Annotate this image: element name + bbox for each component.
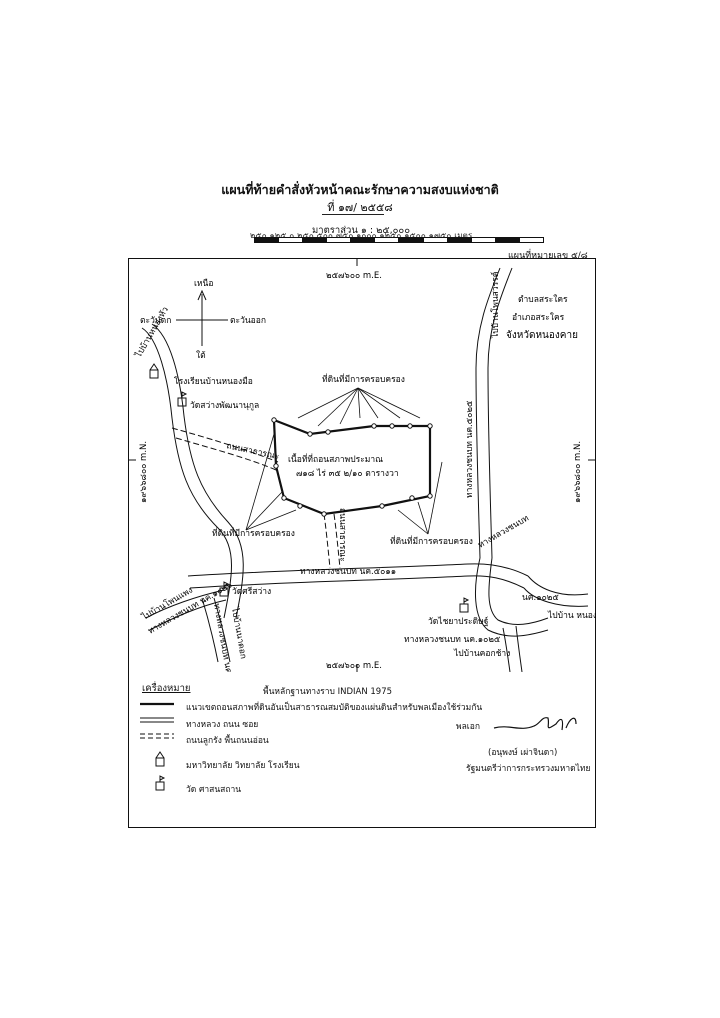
symbols (149, 363, 470, 613)
temple-label-3: วัดไชยาประดิษฐ์ (428, 616, 489, 627)
withdrawal-boundary (272, 418, 432, 516)
datum-text: พื้นหลักฐานทางราบ INDIAN 1975 (263, 687, 393, 697)
temple-label-1: วัดสว่างพัฒนานุกูล (190, 401, 259, 411)
to-ban-left-top: ไปบ้านหนองหัว (133, 305, 171, 361)
to-ban-bottom-mid: ไปบ้านนาดอก (229, 606, 249, 660)
temple-label-2: วัดศรีสว่าง (232, 586, 271, 597)
grid-label-top: ๒๕๗๖๐๐ m.E. (326, 271, 382, 281)
legend-temple-symbol (155, 775, 166, 791)
compass-south: ใต้ (196, 350, 206, 361)
boundary-vertices (271, 417, 433, 517)
location-subdistrict: ตำบลสระใคร (518, 294, 568, 305)
sheet-number: แผนที่หมายเลข ๕/๘ (508, 251, 588, 261)
arrows-left (245, 433, 297, 531)
occupied-label-left: ที่ดินที่มีการครอบครอง (212, 527, 295, 539)
road-bottom-right: ทางหลวงชนบท นค.๑๐๒๕ (404, 635, 501, 645)
legend-symbols (140, 702, 174, 791)
legend-title: เครื่องหมาย (142, 683, 191, 694)
compass-north: เหนือ (194, 278, 213, 289)
grid-label-right: ๑๙๖๖๘๐๐ m.N. (573, 441, 583, 503)
road-label-public: ถนนสาธารณะ (225, 441, 280, 462)
location-province: จังหวัดหนองคาย (506, 330, 578, 341)
arrows-right (397, 461, 443, 535)
roads (141, 267, 589, 672)
compass-east: ตะวันออก (230, 316, 266, 326)
legend-boundary-text: แนวเขตถอนสภาพที่ดินอันเป็นสาธารณสมบัติขอ… (186, 703, 483, 713)
road-label-right-vertical: ทางหลวงชนบท นค.๕๐๒๕ (465, 400, 475, 498)
title-underline (322, 214, 384, 215)
to-nong-bua-ngoen: ไปบ้าน หนองบัวเงิน (547, 610, 596, 621)
order-number: ที่ ๑๗/ ๒๕๕๘ (327, 201, 393, 214)
location-district: อำเภอสระใคร (512, 312, 565, 323)
grid-label-left: ๑๙๖๖๘๐๐ m.N. (139, 441, 149, 503)
legend-school-symbol (155, 751, 165, 767)
dirt-roads (171, 427, 341, 569)
arrows-top (297, 387, 421, 427)
road-label-main: ทางหลวงชนบท นค.๕๐๑๑ (300, 567, 396, 577)
signature-mark (493, 717, 577, 731)
legend-school-text: มหาวิทยาลัย วิทยาลัย โรงเรียน (186, 761, 300, 771)
legend-temple-text: วัด ศาสนสถาน (186, 785, 242, 795)
road-bottom-right-2: นค.๑๐๒๕ (522, 593, 559, 603)
scale-ratio: มาตราส่วน ๑ : ๒๕,๐๐๐ (312, 225, 410, 236)
signature-name: (อนุพงษ์ เผ่าจินดา) (488, 748, 558, 758)
map-canvas: ๒๕๗๖๐๐ m.E. ๒๕๗๖๐๐ m.E. ๑๙๖๖๘๐๐ m.N. ๑๙๖… (128, 258, 596, 672)
road-label-right-top: ไปบ้านโพนสวรรค์ (490, 272, 501, 339)
road-label-public-2: ถนนสาธารณะ (337, 508, 347, 562)
occupied-label-top: ที่ดินที่มีการครอบครอง (322, 373, 405, 385)
scale-labels: ๒๕๐ ๑๒๕ ๐ ๒๕๐ ๕๐๐ ๗๕๐ ๑๐๐๐ ๑๒๕๐ ๑๕๐๐ ๑๗๕… (250, 231, 473, 240)
scale-bar (254, 237, 544, 243)
road-right-mid: ทางหลวงชนบท (477, 513, 532, 550)
occupied-label-right: ที่ดินที่มีการครอบครอง (390, 535, 473, 547)
legend-dirt-text: ถนนลูกรัง พื้นถนนอ่อน (186, 736, 269, 746)
school-label: โรงเรียนบ้านหนองมือ (174, 376, 253, 387)
area-value: ๗๑๘ ไร่ ๓๕ ๒/๑๐ ตารางวา (296, 468, 399, 479)
grid-label-bottom: ๒๕๗๖๐๐ m.E. (326, 661, 382, 671)
map-frame (128, 258, 596, 828)
compass (176, 289, 228, 346)
to-khok-chang: ไปบ้านคอกช้าง (453, 648, 510, 659)
signature-rank: พลเอก (456, 722, 480, 732)
map-title: แผนที่ท้ายคำสั่งหัวหน้าคณะรักษาความสงบแห… (221, 182, 499, 197)
signature-position: รัฐมนตรีว่าการกระทรวงมหาดไทย (466, 764, 591, 774)
legend-highway-text: ทางหลวง ถนน ซอย (186, 720, 259, 730)
area-label: เนื้อที่ที่ถอนสภาพประมาณ (288, 453, 383, 465)
compass-west: ตะวันตก (140, 316, 171, 326)
